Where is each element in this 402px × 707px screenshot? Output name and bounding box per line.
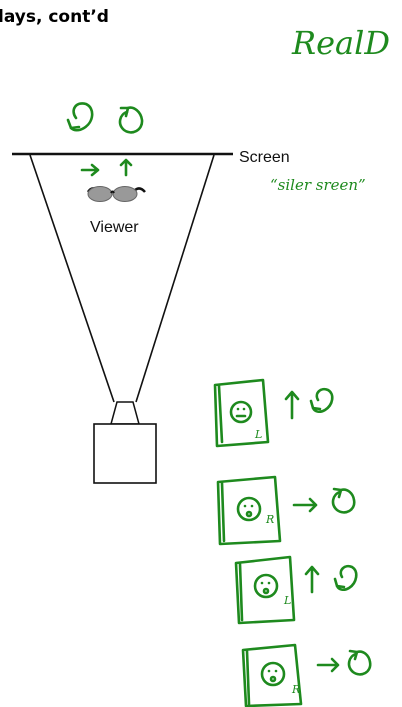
right-arrow-icon: [80, 163, 100, 177]
face-icon: [236, 496, 262, 522]
eye-label: R: [265, 513, 274, 526]
slide-title: lays, cont’d: [0, 7, 109, 27]
right-arrow-icon: [316, 657, 340, 673]
eye-label: L: [283, 594, 291, 607]
eye-label: L: [254, 428, 262, 441]
projection-edge-left: [29, 154, 115, 403]
glasses-icon: [86, 186, 146, 202]
silver-screen-annotation: “siler sreen”: [270, 176, 366, 194]
frame-border: [213, 378, 270, 448]
viewer-label: Viewer: [90, 219, 139, 236]
up-arrow-icon: [304, 565, 320, 594]
clockwise-arrow-icon: [309, 387, 334, 414]
clockwise-arrow-icon: [66, 102, 94, 132]
frame-border: [241, 643, 303, 707]
face-icon: [229, 400, 253, 424]
counterclockwise-arrow-icon: [118, 106, 144, 134]
counterclockwise-arrow-icon: [347, 649, 372, 676]
reald-annotation: RealD: [291, 24, 390, 62]
face-icon: [253, 573, 279, 599]
eye-label: R: [291, 683, 300, 696]
up-arrow-icon: [284, 390, 300, 420]
frame-right-1: R: [216, 475, 356, 546]
frame-border: [216, 475, 282, 546]
counterclockwise-arrow-icon: [331, 487, 356, 514]
projector-box: [93, 423, 157, 484]
frame-right-2: R: [241, 643, 372, 707]
projector-lens: [110, 401, 140, 425]
frame-border: [234, 555, 296, 625]
right-arrow-icon: [292, 497, 318, 513]
frame-left-2: L: [234, 555, 358, 625]
screen-label: Screen: [239, 149, 290, 166]
face-icon: [260, 661, 286, 687]
clockwise-arrow-icon: [333, 564, 358, 592]
up-arrow-icon: [119, 158, 133, 177]
frame-left-1: L: [213, 378, 334, 448]
projection-edge-right: [135, 154, 215, 403]
